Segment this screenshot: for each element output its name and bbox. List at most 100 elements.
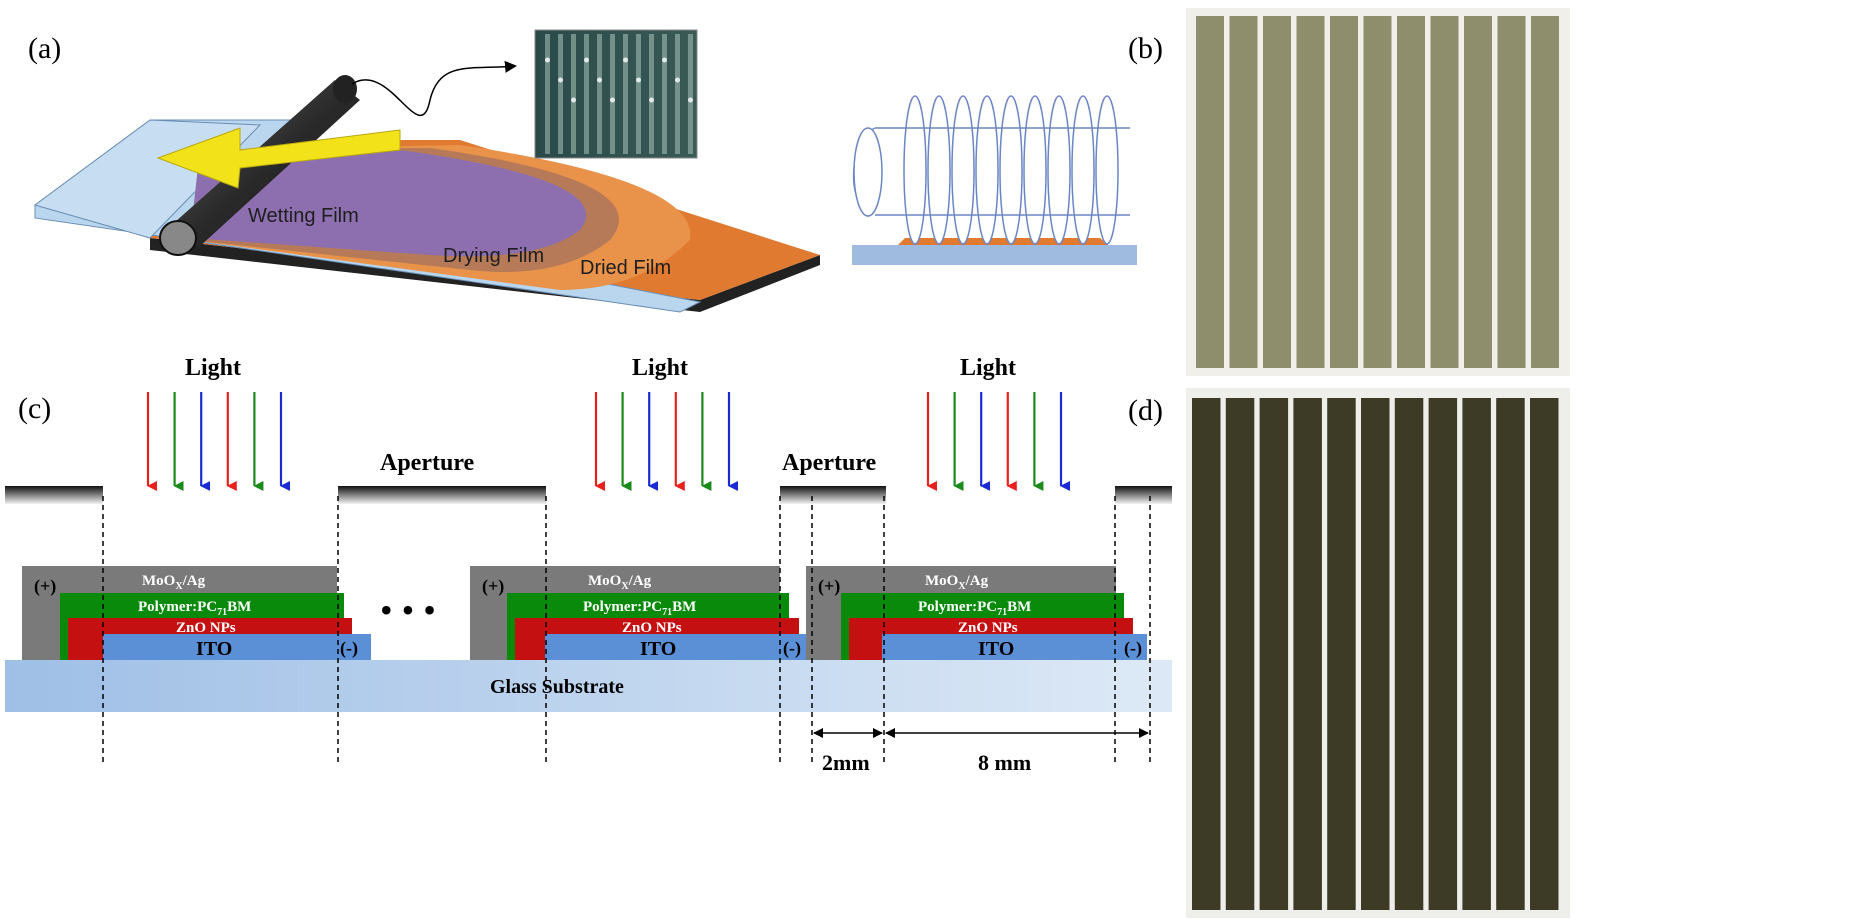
micro-stripe — [571, 34, 576, 154]
panel-label-d: (d) — [1128, 394, 1163, 427]
dim-label-2mm: 2mm — [822, 750, 870, 775]
aperture-label-2: Aperture — [782, 450, 877, 476]
wire-loop — [999, 95, 1023, 245]
direction-arrow — [156, 127, 401, 189]
wire-loop — [1047, 95, 1071, 245]
panel-label-a: (a) — [28, 32, 61, 65]
micro-stripe — [558, 34, 563, 154]
film-b-strip — [1497, 16, 1526, 368]
callout-line — [351, 60, 517, 117]
micro-highlight — [571, 97, 576, 103]
cell-2: (+) MoOX/Ag Polymer:PC71BM ZnO NPs ITO (… — [470, 566, 811, 660]
minus-label-1: (-) — [340, 638, 358, 659]
polymer-label-2: Polymer:PC71BM — [583, 599, 696, 618]
light-label-3: Light — [960, 355, 1016, 381]
micro-stripe — [662, 34, 667, 154]
light-label-2: Light — [632, 355, 688, 381]
moox-label-2: MoOX/Ag — [588, 573, 652, 592]
film-b-strip — [1531, 16, 1559, 368]
wire-loop — [1071, 95, 1095, 245]
wire-loop — [927, 95, 951, 245]
minus-label-3: (-) — [1124, 638, 1142, 659]
micro-stripe — [649, 34, 654, 154]
ito-label-2: ITO — [640, 638, 676, 660]
micro-stripe — [675, 34, 680, 154]
aperture-mask-2 — [338, 486, 546, 504]
aperture-mask-1 — [5, 486, 103, 504]
aperture-label-1: Aperture — [380, 450, 475, 476]
cell-3: (+) MoOX/Ag Polymer:PC71BM ZnO NPs ITO (… — [806, 566, 1147, 660]
micro-stripe — [597, 34, 602, 154]
zno-label-1: ZnO NPs — [176, 620, 236, 636]
film-b-strip — [1363, 16, 1392, 368]
film-d-strip — [1225, 398, 1255, 910]
zno-label-3: ZnO NPs — [958, 620, 1018, 636]
film-d-strip — [1462, 398, 1491, 910]
micro-highlight — [610, 97, 615, 103]
micro-stripe — [623, 34, 628, 154]
film-b-strip — [1330, 16, 1358, 368]
micro-stripe — [584, 34, 589, 154]
micro-highlight — [662, 57, 667, 63]
micro-highlight — [623, 57, 628, 63]
micro-stripe — [610, 34, 615, 154]
aperture-mask-4 — [1115, 486, 1172, 504]
wire-bar-schematic — [852, 95, 1137, 265]
zno-label-2: ZnO NPs — [622, 620, 682, 636]
panel-c: (c) Light Light Light Aperture Aperture … — [5, 355, 1172, 775]
rod-end-cap — [853, 127, 883, 217]
film-d-strip — [1361, 398, 1390, 910]
micro-highlight — [558, 77, 563, 83]
micro-stripe — [545, 34, 550, 154]
film-d-strip — [1259, 398, 1289, 910]
film-b-strip — [1263, 16, 1291, 368]
polymer-label-3: Polymer:PC71BM — [918, 599, 1031, 618]
glass-substrate — [5, 660, 1172, 712]
substrate-label: Glass Substrate — [490, 676, 624, 698]
micro-highlight — [649, 97, 654, 103]
micro-stripe — [688, 34, 693, 154]
aperture-mask-3 — [780, 486, 886, 504]
wetting-film-label: Wetting Film — [248, 205, 359, 227]
film-d-strip — [1496, 398, 1525, 910]
panel-d: (d) — [1128, 388, 1570, 918]
film-d-strip — [1428, 398, 1458, 910]
polymer-label-1: Polymer:PC71BM — [138, 599, 251, 618]
film-d-strip — [1530, 398, 1559, 910]
film-d-strip — [1394, 398, 1424, 910]
film-b-strip — [1397, 16, 1425, 368]
wire-loop — [1095, 95, 1119, 245]
panel-label-b: (b) — [1128, 32, 1163, 65]
ellipsis: • • • — [380, 590, 436, 630]
wire-loop — [975, 95, 999, 245]
film-b-strip — [1196, 16, 1224, 368]
moox-label-1: MoOX/Ag — [142, 573, 206, 592]
film-b-strip — [1296, 16, 1325, 368]
moox-label-3: MoOX/Ag — [925, 573, 989, 592]
ito-label-3: ITO — [978, 638, 1014, 660]
wire-loop — [903, 95, 927, 245]
wire-loops — [903, 95, 1119, 245]
schematic-film — [898, 238, 1108, 245]
film-d-strip — [1192, 398, 1221, 910]
film-d-strip — [1327, 398, 1356, 910]
film-b-strip — [1229, 16, 1258, 368]
drying-film-label: Drying Film — [443, 245, 544, 267]
schematic-substrate — [852, 245, 1137, 265]
micro-stripe — [636, 34, 641, 154]
wire-loop — [1023, 95, 1047, 245]
minus-label-2: (-) — [783, 638, 801, 659]
cell-1: (+) MoOX/Ag Polymer:PC71BM ZnO NPs ITO (… — [22, 566, 371, 660]
micro-highlight — [545, 57, 550, 63]
panel-a: (a) Wetting Film Drying Film Dried Film — [28, 29, 820, 313]
plus-label-2: (+) — [482, 576, 504, 597]
light-label-1: Light — [185, 355, 241, 381]
film-b-strip — [1430, 16, 1459, 368]
wire-loop — [951, 95, 975, 245]
panel-b: (b) — [1128, 8, 1570, 376]
film-d-strip — [1293, 398, 1322, 910]
ito-label-1: ITO — [196, 638, 232, 660]
micro-highlight — [584, 57, 589, 63]
light-arrows — [146, 392, 1070, 491]
